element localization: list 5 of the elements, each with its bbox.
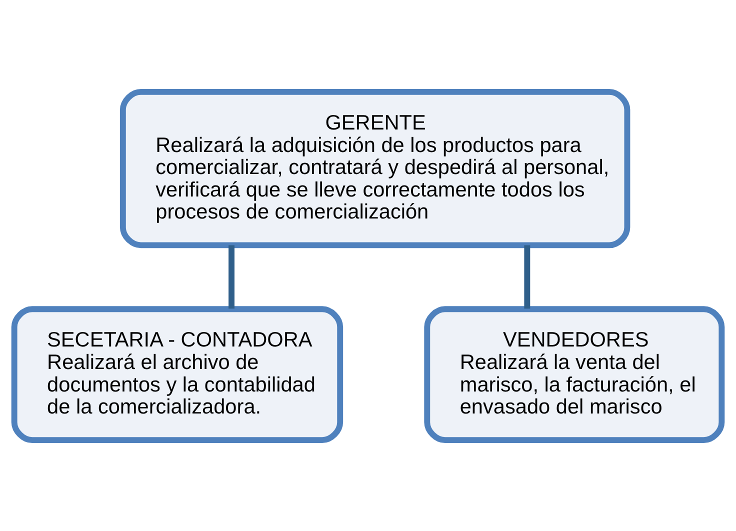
node-box: GERENTE Realizará la adquisición de los productos para comercializar, contratará y despedirá al personal, verificará que se lleve correctamente todos los procesos de comercialización: [120, 88, 630, 248]
node-box: VENDEDORES Realizará la venta del marisco, la facturación, el envasado del marisco: [424, 306, 725, 443]
connector: [228, 244, 234, 308]
node-box: SECETARIA - CONTADORA Realizará el archivo de documentos y la contabilidad de la comercializadora.: [11, 306, 344, 443]
connector: [524, 244, 530, 308]
